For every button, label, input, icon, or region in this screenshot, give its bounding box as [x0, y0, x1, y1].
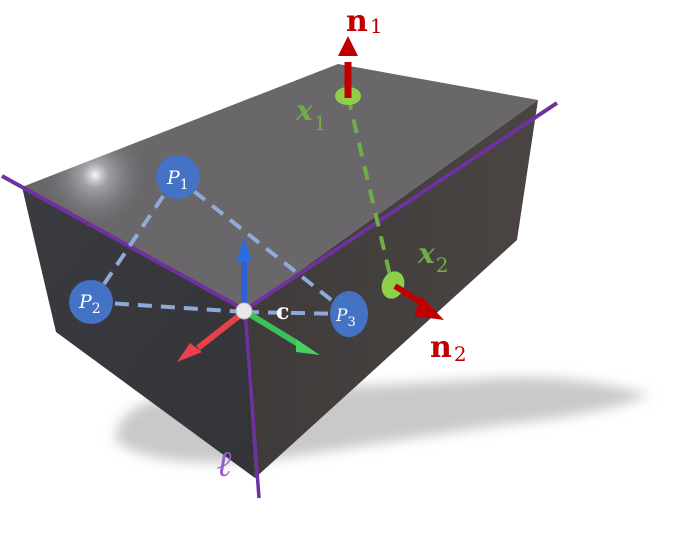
plane-point-p2: P2 [69, 280, 113, 324]
normal-arrow-n1 [338, 36, 358, 98]
edge-line-left [1, 174, 246, 312]
surface-label-x2: x2 [417, 237, 448, 277]
coordinate-frame [177, 237, 320, 362]
origin-point [235, 302, 253, 320]
plane-point-p3: P3 [330, 291, 368, 337]
plane-triangle [90, 175, 351, 316]
line-label: ℓ [217, 443, 232, 485]
center-label: c [276, 299, 289, 325]
surface-correspondence-line [346, 95, 394, 285]
svg-text:P1: P1 [166, 167, 189, 193]
edge-lines [1, 101, 559, 499]
edge-line-right [243, 101, 559, 312]
surface-label-x1: x1 [295, 94, 326, 135]
svg-text:P2: P2 [78, 291, 101, 317]
normal-arrow-n2 [393, 283, 444, 320]
axis-z-arrow [236, 237, 252, 310]
svg-text:P3: P3 [335, 306, 356, 330]
box-top-specular [22, 64, 538, 310]
axis-x-arrow [177, 309, 246, 362]
plane-point-p1: P1 [156, 155, 200, 199]
box-left-face [22, 187, 255, 478]
axis-y-arrow [244, 309, 320, 355]
edge-line-vertical [243, 309, 261, 499]
